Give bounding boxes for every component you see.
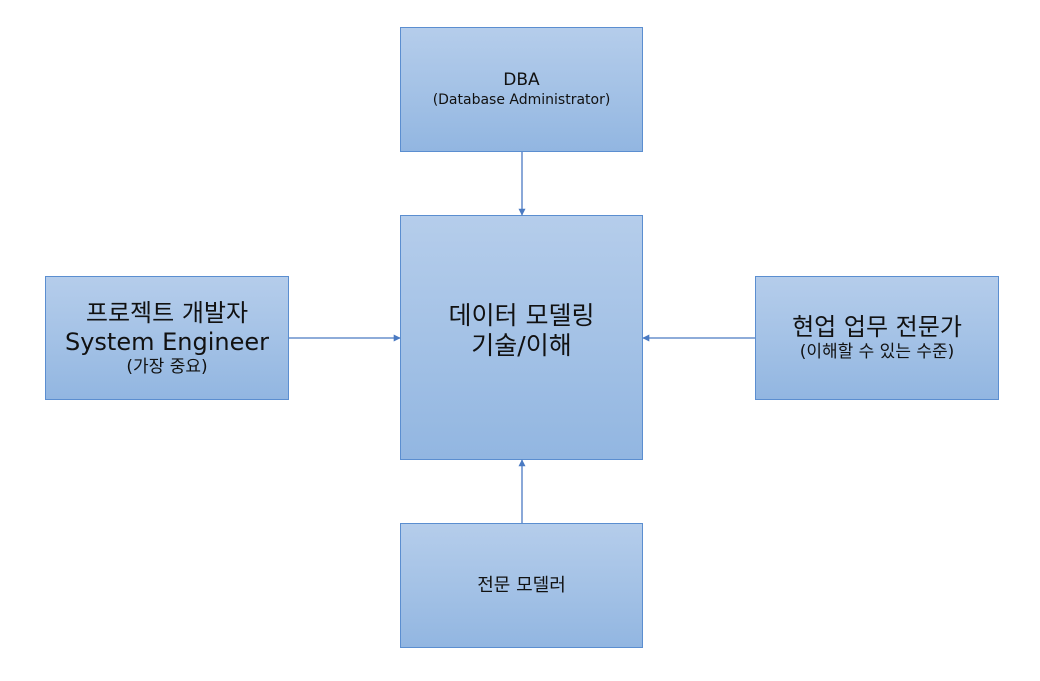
system-engineer-label: System Engineer bbox=[64, 327, 269, 356]
dba-box: DBA (Database Administrator) bbox=[400, 27, 643, 152]
dba-subtitle: (Database Administrator) bbox=[432, 92, 611, 109]
data-modeling-box: 데이터 모델링 기술/이해 bbox=[400, 215, 643, 460]
business-expert-title: 현업 업무 전문가 bbox=[792, 313, 962, 342]
most-important-note: (가장 중요) bbox=[126, 356, 208, 377]
project-developer-title: 프로젝트 개발자 bbox=[85, 299, 249, 327]
understanding-level-note: (이해할 수 있는 수준) bbox=[799, 342, 955, 363]
data-modeling-subtitle: 기술/이해 bbox=[471, 331, 572, 360]
expert-modeler-label: 전문 모델러 bbox=[477, 574, 566, 596]
data-modeling-title: 데이터 모델링 bbox=[448, 301, 595, 330]
dba-title: DBA bbox=[503, 69, 540, 90]
business-expert-box: 현업 업무 전문가 (이해할 수 있는 수준) bbox=[755, 276, 999, 400]
project-developer-box: 프로젝트 개발자 System Engineer (가장 중요) bbox=[45, 276, 289, 400]
expert-modeler-box: 전문 모델러 bbox=[400, 523, 643, 648]
